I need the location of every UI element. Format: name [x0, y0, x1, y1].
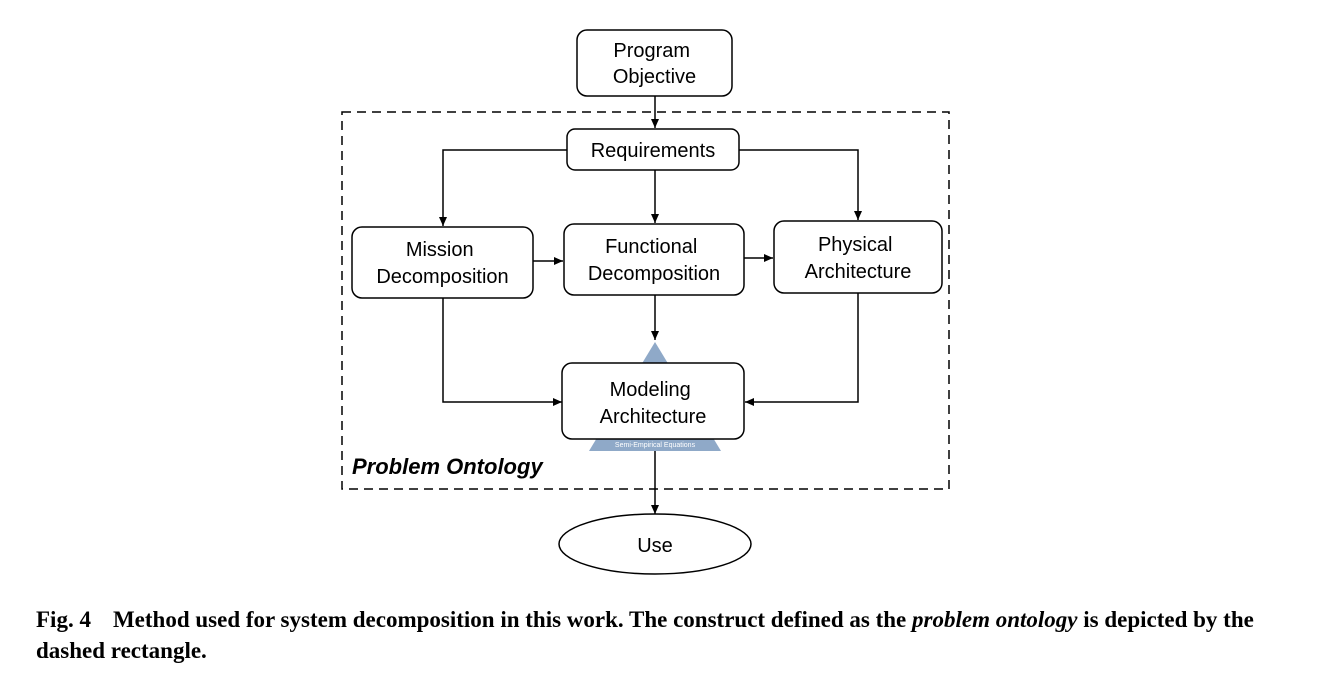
semi-empirical-label: Semi-Empirical Equations [615, 442, 696, 449]
svg-text:Modeling Architecture: Modeling Architecture [600, 379, 707, 428]
node-mission-decomposition: Mission Decomposition [351, 226, 534, 299]
node-use: Use [558, 513, 752, 575]
node-requirements: Requirements [566, 128, 740, 171]
node-label-line: Functional [605, 236, 697, 258]
node-modeling-architecture-box [561, 362, 745, 440]
connectors [439, 96, 862, 514]
node-label-line: Architecture [600, 406, 707, 428]
node-functional-decomposition: Functional Decomposition [563, 223, 745, 296]
node-label-line: Requirements [591, 140, 716, 162]
svg-text:Use: Use [637, 535, 673, 557]
arrow-requirements-to-mission [439, 149, 567, 226]
node-label-line: Program [613, 40, 690, 62]
svg-text:Mission Decomposition: Mission Decomposition [376, 239, 508, 288]
node-label-line: Modeling [610, 379, 691, 401]
node-label-line: Decomposition [588, 263, 720, 285]
arrow-mission-to-modeling [442, 298, 562, 406]
node-label-line: Architecture [805, 261, 912, 283]
caption-text: Method used for system decomposition in … [112, 607, 913, 632]
caption-emphasis: problem ontology [912, 607, 1078, 632]
node-label-line: Use [637, 535, 673, 557]
svg-text:Program Objective: Program Objective [613, 40, 696, 88]
node-requirements-box [566, 128, 740, 171]
svg-text:Functional Decomposition: Functional Decomposition [588, 236, 720, 285]
node-label-line: Objective [613, 66, 696, 88]
node-use-ellipse [558, 513, 752, 575]
node-label-line: Mission [406, 239, 474, 261]
svg-text:Physical Architecture: Physical Architecture [805, 234, 912, 283]
system-decomposition-diagram: Program Objective Requirements Mission D… [341, 29, 950, 575]
node-program-objective-box [576, 29, 733, 97]
figure-number: Fig. 4 [36, 607, 91, 632]
node-physical-architecture: Physical Architecture [773, 220, 943, 294]
node-program-objective: Program Objective [576, 29, 733, 97]
problem-ontology-boundary [341, 111, 950, 490]
figure-caption: Fig. 4 Method used for system decompositi… [36, 604, 1296, 666]
problem-ontology-label: Problem Ontology [352, 454, 544, 479]
caption-text-end: is depicted by the dashed rectangle. [36, 607, 1254, 663]
node-label-line: Decomposition [376, 266, 508, 288]
node-label-line: Physical [818, 234, 892, 256]
node-modeling-architecture: Modeling Architecture [561, 362, 745, 440]
svg-text:Requirements: Requirements [591, 140, 716, 162]
arrow-physical-to-modeling [745, 293, 859, 406]
arrow-requirements-to-physical [739, 149, 862, 220]
node-physical-architecture-box [773, 220, 943, 294]
node-mission-decomposition-box [351, 226, 534, 299]
node-functional-decomposition-box [563, 223, 745, 296]
